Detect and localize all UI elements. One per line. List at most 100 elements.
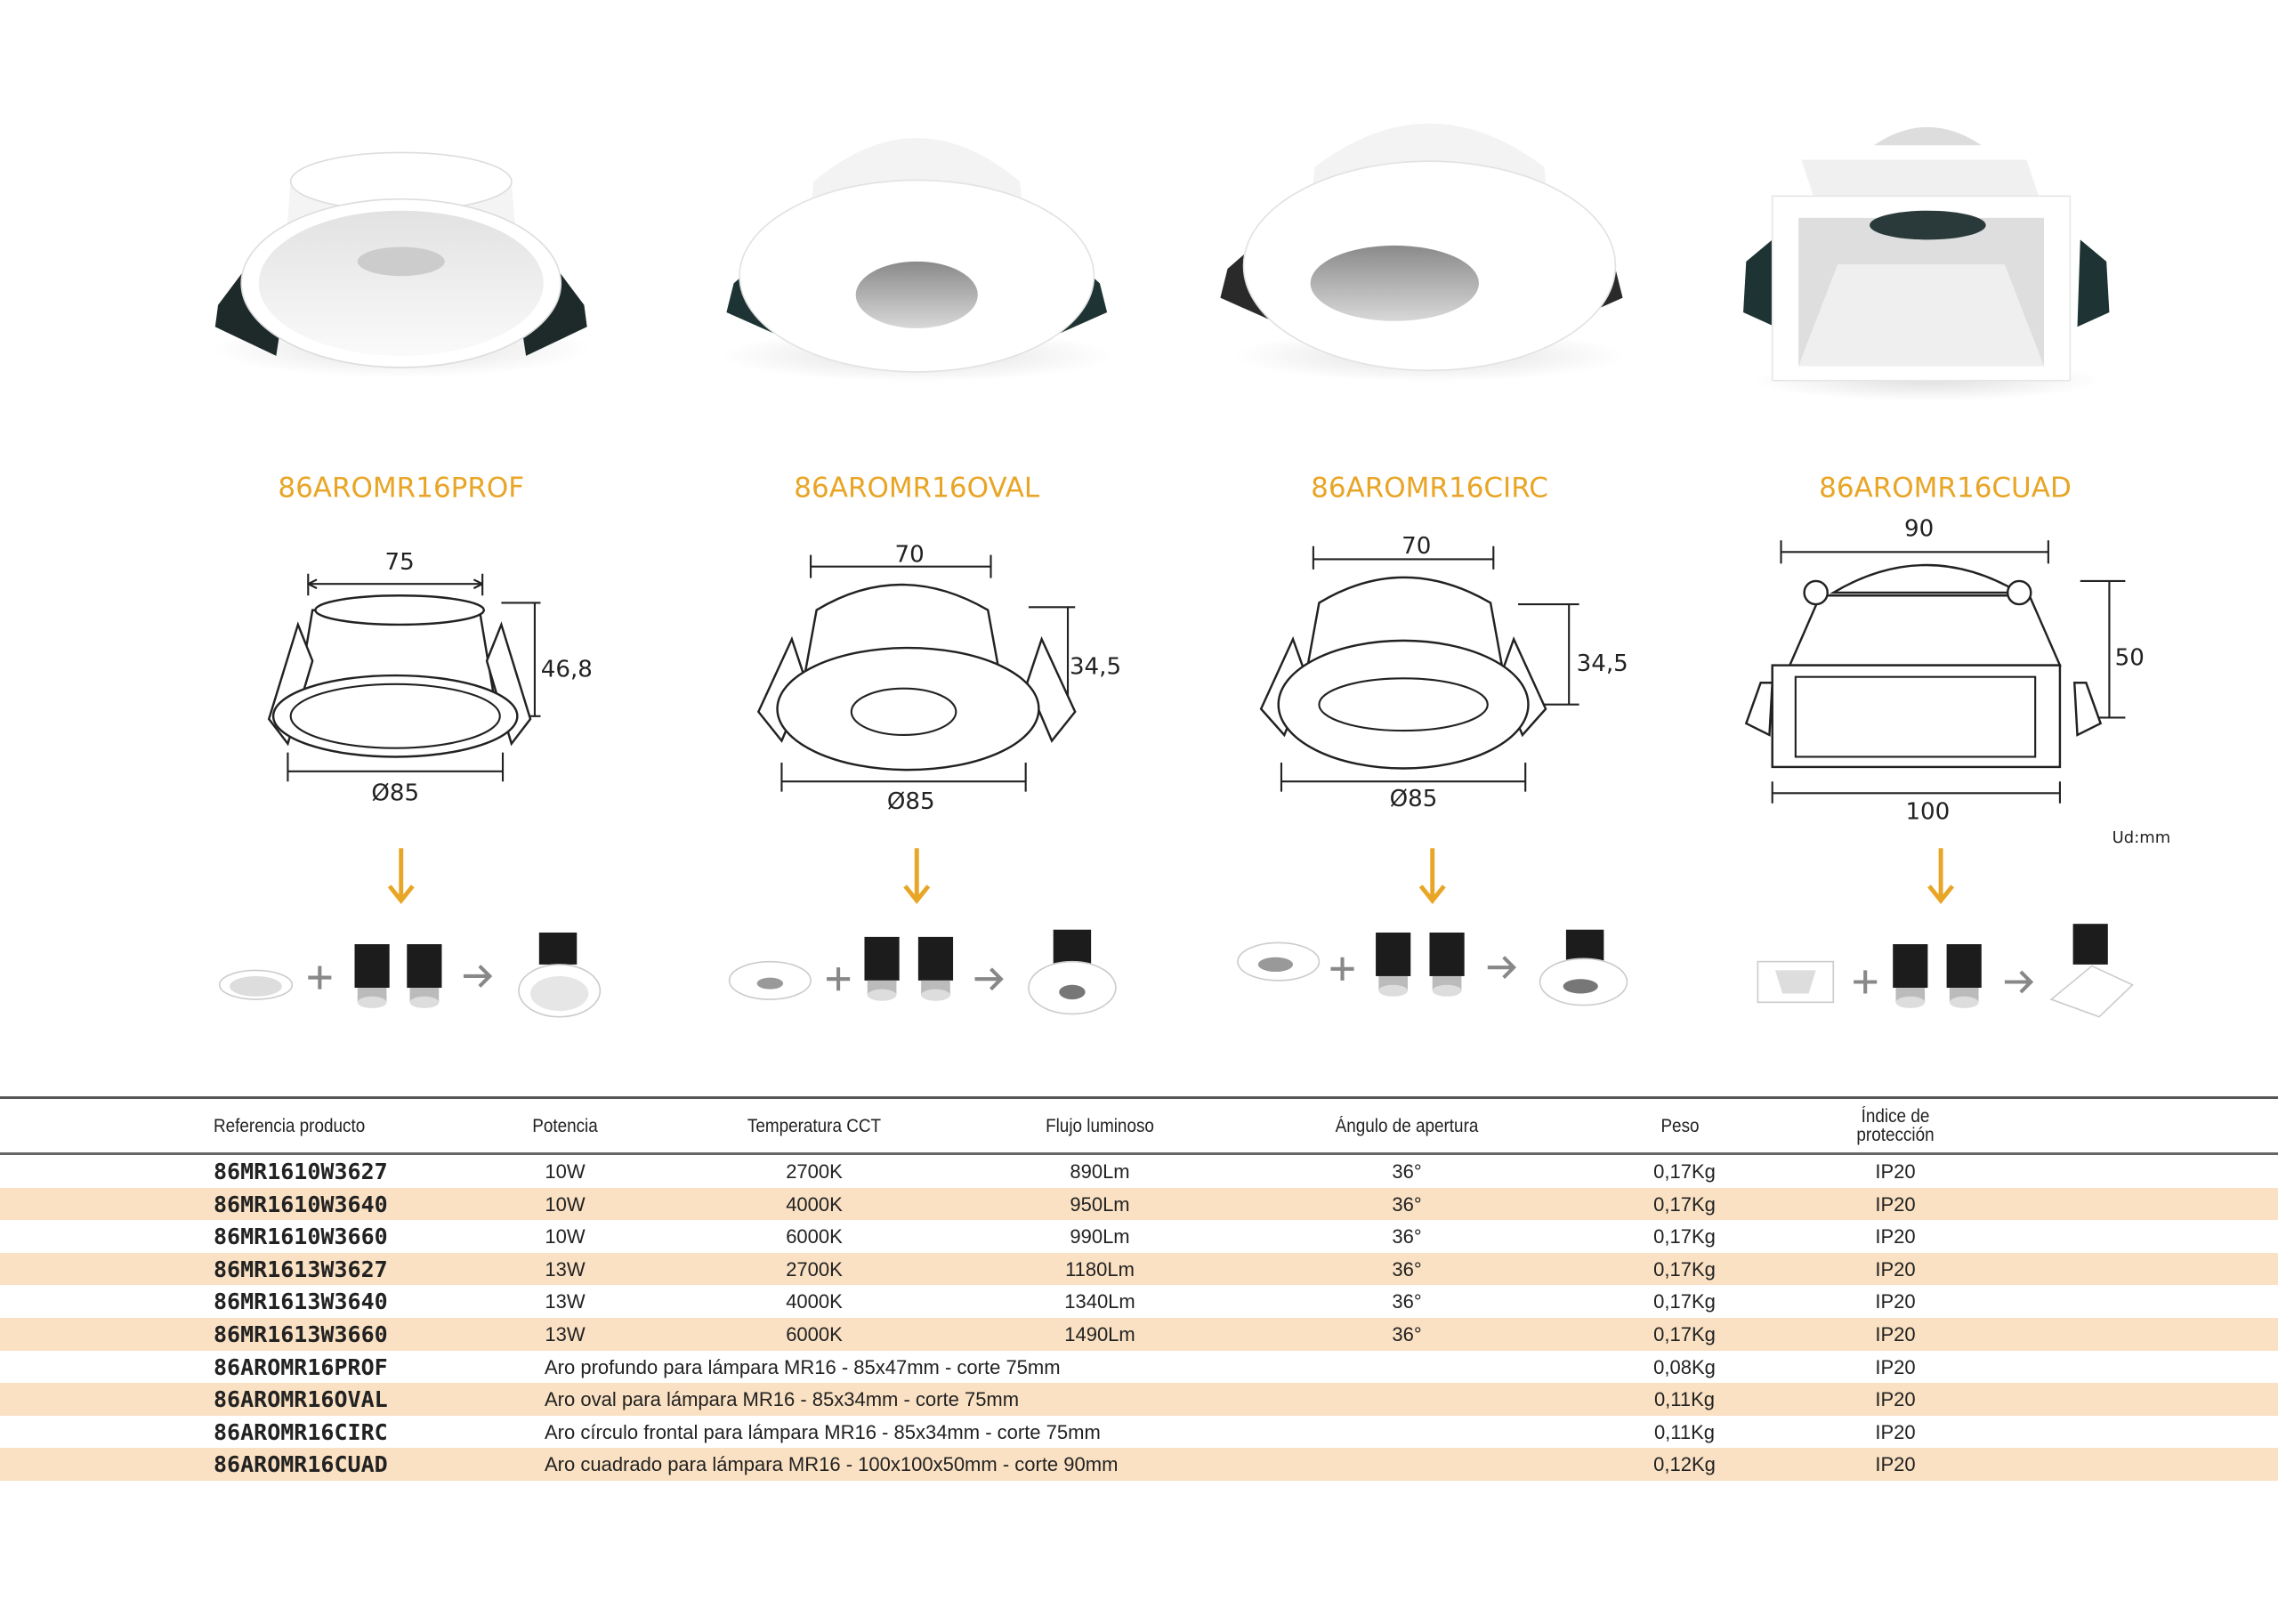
cell-weight: 0,17Kg — [1653, 1160, 1716, 1183]
table-row: 86MR1610W3660 10W 6000K 990Lm 36° 0,17Kg IP20 — [0, 1220, 2278, 1253]
cell-reference: 86MR1610W3627 — [214, 1159, 388, 1184]
header-cct: Temperatura CCT — [747, 1115, 882, 1136]
dimension-top: 70 — [1402, 533, 1431, 560]
dimension-height: 50 — [2115, 645, 2145, 672]
dimension-height: 34,5 — [1577, 650, 1628, 677]
product-title: 86AROMR16CUAD — [1819, 472, 2072, 504]
product-photo-circ — [1220, 123, 1626, 383]
header-flux: Flujo luminoso — [1046, 1115, 1154, 1136]
cell-weight: 0,17Kg — [1653, 1257, 1716, 1281]
cell-weight: 0,11Kg — [1653, 1388, 1716, 1411]
cell-ip: IP20 — [1875, 1388, 1916, 1411]
assembly-oval — [728, 929, 1117, 1015]
cell-angle: 36° — [1392, 1290, 1422, 1313]
plus-icon — [308, 966, 331, 990]
assembly-prof — [218, 932, 602, 1018]
cell-weight: 0,11Kg — [1653, 1420, 1716, 1443]
cell-power: 10W — [545, 1192, 586, 1216]
dimension-top: 90 — [1904, 515, 1934, 542]
table-row: 86AROMR16CIRC Aro círculo frontal para lá… — [0, 1416, 2278, 1449]
cell-power: 10W — [545, 1160, 586, 1183]
drawing-cuad — [1744, 540, 2126, 804]
dimension-bottom: Ø85 — [887, 788, 935, 815]
cell-description: Aro círculo frontal para lámpara MR16 - … — [545, 1420, 1101, 1443]
cell-cct: 2700K — [786, 1257, 843, 1281]
dimension-height: 46,8 — [541, 657, 593, 683]
drawing-oval — [756, 554, 1077, 792]
dimension-top: 75 — [385, 549, 415, 576]
arrow-down-icon — [1929, 848, 1952, 901]
product-title: 86AROMR16CIRC — [1311, 472, 1548, 504]
cell-weight: 0,17Kg — [1653, 1290, 1716, 1313]
cell-ip: IP20 — [1875, 1290, 1916, 1313]
cell-weight: 0,17Kg — [1653, 1225, 1716, 1248]
cell-ip: IP20 — [1875, 1192, 1916, 1216]
cell-weight: 0,17Kg — [1653, 1322, 1716, 1345]
header-ip: Índice de protección — [1856, 1106, 1935, 1145]
cell-reference: 86MR1610W3660 — [214, 1224, 388, 1250]
spec-table: Referencia producto Potencia Temperatura… — [0, 1096, 2278, 1481]
arrow-right-icon — [1488, 957, 1514, 978]
cell-weight: 0,17Kg — [1653, 1192, 1716, 1216]
cell-angle: 36° — [1392, 1192, 1422, 1216]
header-angle: Ángulo de apertura — [1335, 1115, 1479, 1136]
cell-ip: IP20 — [1875, 1225, 1916, 1248]
cell-angle: 36° — [1392, 1160, 1422, 1183]
plus-icon — [1854, 970, 1877, 993]
cell-power: 13W — [545, 1257, 586, 1281]
product-title: 86AROMR16OVAL — [794, 472, 1040, 504]
lamp-module-icon — [1376, 932, 1411, 997]
cell-reference: 86MR1610W3640 — [214, 1191, 388, 1217]
lamp-module-icon — [864, 936, 900, 1001]
arrow-down-icon — [1421, 848, 1444, 901]
cell-flux: 1490Lm — [1064, 1322, 1135, 1345]
cell-reference: 86MR1613W3627 — [214, 1256, 388, 1282]
cell-reference: 86AROMR16CUAD — [214, 1451, 388, 1478]
cell-ip: IP20 — [1875, 1420, 1916, 1443]
dimension-bottom: Ø85 — [1390, 786, 1438, 812]
product-photo-oval — [720, 138, 1113, 383]
cell-flux: 1180Lm — [1065, 1257, 1135, 1281]
cell-ip: IP20 — [1875, 1453, 1916, 1476]
lamp-module-icon — [407, 944, 442, 1008]
lamp-module-icon — [354, 944, 390, 1008]
cell-reference: 86AROMR16CIRC — [214, 1418, 388, 1445]
cell-angle: 36° — [1392, 1225, 1422, 1248]
dimension-height: 34,5 — [1070, 653, 1121, 680]
cell-flux: 950Lm — [1070, 1192, 1130, 1216]
lamp-module-icon — [1893, 944, 1928, 1008]
table-header: Referencia producto Potencia Temperatura… — [0, 1096, 2278, 1155]
cell-cct: 2700K — [786, 1160, 843, 1183]
product-photo-cuad — [1743, 126, 2110, 401]
cell-description: Aro profundo para lámpara MR16 - 85x47mm… — [545, 1355, 1061, 1378]
cell-description: Aro cuadrado para lámpara MR16 - 100x100… — [545, 1453, 1119, 1476]
lamp-module-icon — [1946, 944, 1982, 1008]
lamp-module-icon — [1429, 932, 1465, 997]
cell-reference: 86AROMR16OVAL — [214, 1386, 388, 1413]
product-photo-prof — [212, 151, 590, 378]
cell-cct: 6000K — [786, 1322, 843, 1345]
cell-cct: 6000K — [786, 1225, 843, 1248]
cell-flux: 990Lm — [1070, 1225, 1130, 1248]
dimension-bottom: 100 — [1905, 799, 1950, 826]
cell-reference: 86MR1613W3640 — [214, 1289, 388, 1315]
cell-power: 10W — [545, 1225, 586, 1248]
arrow-down-icon — [390, 848, 413, 901]
lamp-module-icon — [917, 936, 954, 1001]
cell-ip: IP20 — [1875, 1257, 1916, 1281]
header-weight: Peso — [1660, 1115, 1700, 1136]
drawing-circ — [1259, 545, 1579, 792]
product-title: 86AROMR16PROF — [278, 472, 524, 504]
arrow-down-icon — [905, 848, 928, 901]
cell-weight: 0,08Kg — [1653, 1355, 1716, 1378]
dimension-top: 70 — [894, 542, 924, 569]
assembly-circ — [1237, 929, 1628, 1006]
